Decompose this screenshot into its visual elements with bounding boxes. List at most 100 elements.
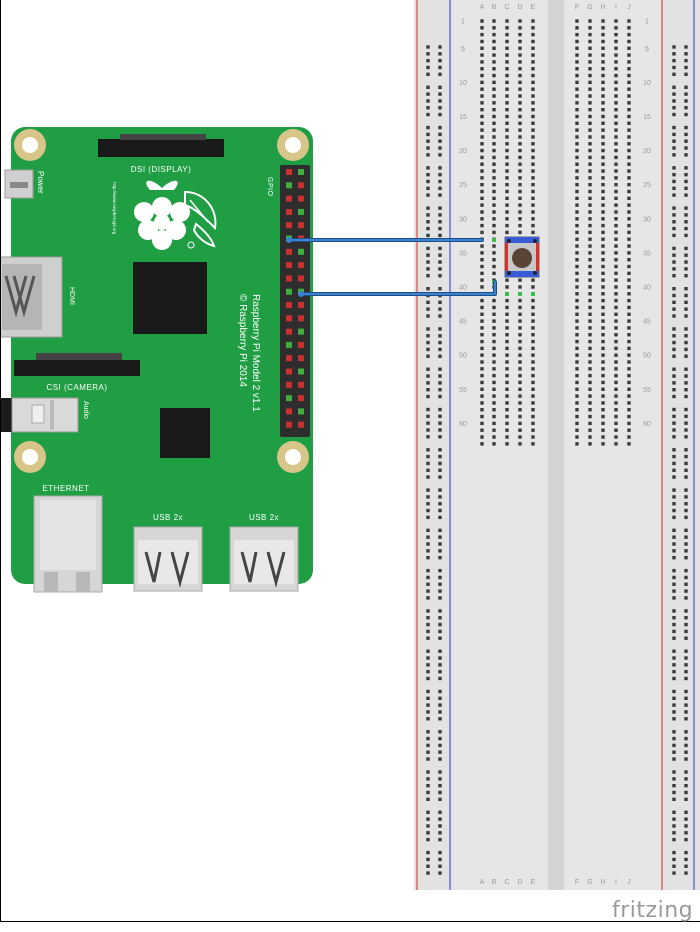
rail-hole <box>684 193 688 197</box>
breadboard-hole <box>588 312 592 316</box>
rail-hole <box>672 293 676 298</box>
rail-hole <box>438 307 442 311</box>
breadboard-hole <box>601 394 605 398</box>
rail-hole <box>672 354 676 358</box>
rail-hole <box>672 717 676 721</box>
gpio-pin <box>286 408 292 415</box>
breadboard-hole <box>531 360 535 364</box>
breadboard-hole <box>601 210 605 214</box>
breadboard-hole <box>575 305 579 310</box>
rail-hole <box>426 555 430 560</box>
rail-hole <box>684 770 688 774</box>
rail-hole <box>438 226 442 231</box>
rail-hole <box>684 186 688 190</box>
rail-hole <box>426 186 430 190</box>
rail-hole <box>438 596 442 600</box>
breadboard-hole <box>505 387 509 391</box>
breadboard-hole <box>480 182 484 187</box>
breadboard-hole <box>588 230 592 235</box>
rail-hole <box>438 314 442 318</box>
breadboard-hole <box>614 19 618 23</box>
breadboard-hole <box>505 421 509 426</box>
breadboard-hole <box>518 53 522 57</box>
breadboard-hole <box>480 101 484 105</box>
breadboard-hole <box>614 394 618 398</box>
gpio-pin <box>286 195 292 202</box>
gpio-pin <box>286 421 292 428</box>
rail-hole <box>426 92 430 96</box>
breadboard-hole <box>492 32 496 37</box>
breadboard-hole <box>575 217 579 221</box>
rail-hole <box>672 381 676 385</box>
rail-hole <box>426 260 430 264</box>
audio-label: Audio <box>82 401 89 419</box>
rail-hole <box>426 99 430 103</box>
breadboard-hole <box>518 135 522 139</box>
breadboard-hole <box>614 285 618 289</box>
rail-hole <box>684 831 688 835</box>
breadboard-hole <box>614 26 618 30</box>
rail-hole <box>684 649 688 653</box>
breadboard-hole <box>601 121 605 125</box>
breadboard-hole <box>518 278 522 282</box>
rail-hole <box>438 656 442 660</box>
breadboard-hole <box>588 189 592 194</box>
breadboard-hole <box>505 414 509 419</box>
breadboard-hole <box>575 435 579 439</box>
rail-hole <box>426 314 430 318</box>
rail-hole <box>426 609 430 613</box>
breadboard-hole <box>575 339 579 344</box>
rail-hole <box>426 689 430 694</box>
breadboard-hole <box>601 217 605 221</box>
rail-hole <box>438 146 442 150</box>
breadboard-hole <box>480 346 484 351</box>
rail-hole <box>438 629 442 634</box>
rail-hole <box>672 435 676 439</box>
breadboard-hole <box>518 326 522 330</box>
csi-connector <box>14 360 140 376</box>
breadboard-hole <box>614 298 618 303</box>
breadboard-hole <box>518 285 522 289</box>
breadboard-hole <box>601 271 605 276</box>
mounting-holes <box>14 129 309 473</box>
breadboard-hole <box>480 230 484 235</box>
rail-hole <box>438 757 442 761</box>
breadboard-hole <box>518 346 522 351</box>
column-letter: F <box>575 879 579 886</box>
breadboard-hole <box>614 305 618 310</box>
rail-hole <box>672 582 676 586</box>
rail-hole <box>684 837 688 842</box>
breadboard-hole <box>614 258 618 262</box>
breadboard-hole <box>588 428 592 432</box>
rail-hole <box>438 72 442 76</box>
rail-hole <box>438 824 442 828</box>
rail-hole <box>426 52 430 56</box>
breadboard-hole <box>627 203 631 207</box>
breadboard-hole <box>601 258 605 262</box>
rail-hole <box>438 850 442 855</box>
breadboard-hole <box>531 387 535 391</box>
rail-hole <box>672 260 676 264</box>
breadboard-hole <box>627 94 631 98</box>
rail-hole <box>672 495 676 499</box>
rail-hole <box>684 555 688 560</box>
rail-hole <box>672 663 676 667</box>
rail-hole <box>438 374 442 378</box>
breadboard-hole <box>492 121 496 125</box>
breadboard-hole <box>531 148 535 153</box>
breadboard-hole <box>575 73 579 78</box>
rail-hole <box>438 515 442 520</box>
rail-hole <box>684 535 688 539</box>
rail-hole <box>684 253 688 257</box>
breadboard-hole <box>601 73 605 78</box>
breadboard-hole <box>505 353 509 357</box>
breadboard-hole <box>518 333 522 337</box>
gpio-pin <box>286 302 292 308</box>
rail-hole <box>684 502 688 506</box>
audio-jack <box>11 397 79 433</box>
rail-hole <box>672 300 676 305</box>
breadboard-hole <box>480 278 484 282</box>
rail-hole <box>684 52 688 56</box>
rail-hole <box>438 831 442 835</box>
